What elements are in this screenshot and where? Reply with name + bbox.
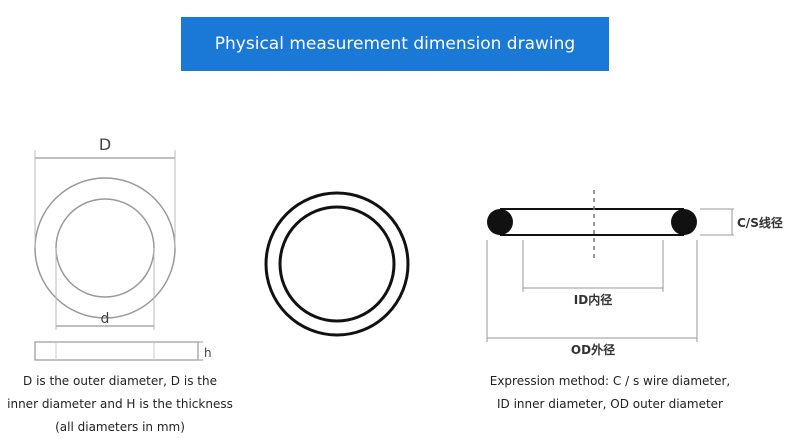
caption-line: inner diameter and H is the thickness xyxy=(7,397,233,411)
caption-line: D is the outer diameter, D is the xyxy=(23,374,217,388)
outer-diameter-label: D xyxy=(99,135,111,154)
o-ring-inner-edge xyxy=(278,205,396,323)
section-left-circle xyxy=(487,209,513,235)
section-right-circle xyxy=(671,209,697,235)
o-ring-front-view xyxy=(264,191,410,337)
thickness-label: h xyxy=(204,346,212,360)
washer-side-view: h xyxy=(34,341,212,361)
caption-line: ID inner diameter, OD outer diameter xyxy=(497,397,723,411)
washer-front-view: D d xyxy=(34,135,176,330)
caption-right: Expression method: C / s wire diameter, … xyxy=(470,370,750,416)
caption-line: (all diameters in mm) xyxy=(55,420,185,434)
caption-left: D is the outer diameter, D is the inner … xyxy=(5,370,235,439)
inner-circle xyxy=(55,198,155,298)
page-title: Physical measurement dimension drawing xyxy=(214,34,576,54)
title-banner: Physical measurement dimension drawing xyxy=(181,17,609,71)
o-ring-outer-edge xyxy=(264,191,410,337)
o-ring-section-view: C/S线径 ID内径 OD外径 xyxy=(486,190,783,357)
inner-diameter-label: d xyxy=(101,311,110,327)
id-label: ID内径 xyxy=(574,292,612,307)
cs-label: C/S线径 xyxy=(737,215,783,230)
od-label: OD外径 xyxy=(571,342,615,357)
caption-line: Expression method: C / s wire diameter, xyxy=(489,374,731,388)
side-view-outline xyxy=(34,341,199,361)
